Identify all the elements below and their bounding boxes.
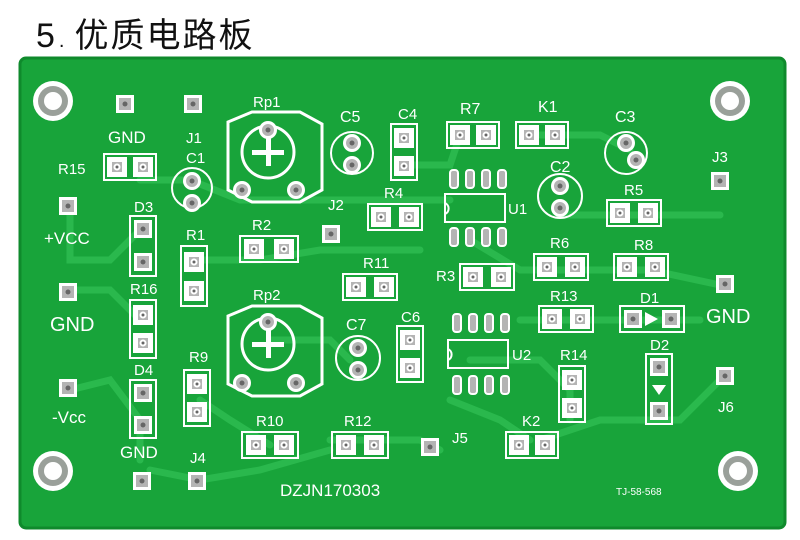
mounting-hole-top-left xyxy=(33,81,73,121)
label-d4: D4 xyxy=(134,362,153,379)
label-r6: R6 xyxy=(550,235,569,252)
heading-separator: . xyxy=(58,30,65,52)
label-r2: R2 xyxy=(252,217,271,234)
label-r11: R11 xyxy=(363,255,389,272)
label-r14: R14 xyxy=(560,347,588,364)
label-gnd-bottom: GND xyxy=(120,443,158,462)
potentiometer-rp2 xyxy=(226,304,324,398)
label-d2: D2 xyxy=(650,337,669,354)
board-code-text: TJ-58-568 xyxy=(616,487,662,498)
silkscreen-labels: GND J1 Rp1 C5 C4 R7 K1 C3 R15 C1 +VCC D3… xyxy=(44,94,750,500)
label-k2: K2 xyxy=(522,413,540,430)
label-j6: J6 xyxy=(718,399,734,416)
label-r1: R1 xyxy=(186,227,205,244)
label-c6: C6 xyxy=(401,309,420,326)
label-r3: R3 xyxy=(436,268,455,285)
label-j5: J5 xyxy=(452,430,468,447)
page-heading: 5 . 优质电路板 xyxy=(36,8,254,56)
label-r15: R15 xyxy=(58,161,86,178)
ic-u2 xyxy=(447,313,510,395)
label-c4: C4 xyxy=(398,106,417,123)
label-r7: R7 xyxy=(460,101,481,118)
heading-title: 优质电路板 xyxy=(74,16,255,56)
board-id-text: DZJN170303 xyxy=(280,481,380,500)
label-r4: R4 xyxy=(384,185,403,202)
label-c3: C3 xyxy=(615,109,636,126)
label-r16: R16 xyxy=(130,281,158,298)
label-c1: C1 xyxy=(186,150,205,167)
label-r8: R8 xyxy=(634,237,653,254)
label-j4: J4 xyxy=(190,450,206,467)
label-r12: R12 xyxy=(344,413,372,430)
potentiometer-rp1 xyxy=(226,110,324,204)
label-rp2: Rp2 xyxy=(253,287,281,304)
label-d3: D3 xyxy=(134,199,153,216)
capacitor-footprints xyxy=(171,131,648,381)
label-plus-vcc: +VCC xyxy=(44,229,90,248)
label-r13: R13 xyxy=(550,288,578,305)
mounting-hole-bottom-right xyxy=(718,451,758,491)
label-c5: C5 xyxy=(340,109,361,126)
mounting-hole-bottom-left xyxy=(33,451,73,491)
label-j1: J1 xyxy=(186,130,202,147)
label-r9: R9 xyxy=(189,349,208,366)
label-rp1: Rp1 xyxy=(253,94,281,111)
label-r10: R10 xyxy=(256,413,284,430)
label-u2: U2 xyxy=(512,347,531,364)
label-gnd-left: GND xyxy=(50,314,94,336)
label-c7: C7 xyxy=(346,317,367,334)
label-minus-vcc: -Vcc xyxy=(52,408,87,427)
diode-footprints xyxy=(129,215,685,439)
mounting-hole-top-right xyxy=(710,81,750,121)
ic-u1 xyxy=(444,169,507,247)
label-j2: J2 xyxy=(328,197,344,214)
label-u1: U1 xyxy=(508,201,527,218)
label-k1: K1 xyxy=(538,99,558,116)
label-r5: R5 xyxy=(624,182,643,199)
label-j3: J3 xyxy=(712,149,728,166)
heading-number: 5 xyxy=(36,17,55,55)
label-d1: D1 xyxy=(640,290,659,307)
label-c2: C2 xyxy=(550,159,571,176)
resistor-pads xyxy=(103,121,669,459)
label-gnd-top: GND xyxy=(108,128,146,147)
label-gnd-right: GND xyxy=(706,306,750,328)
